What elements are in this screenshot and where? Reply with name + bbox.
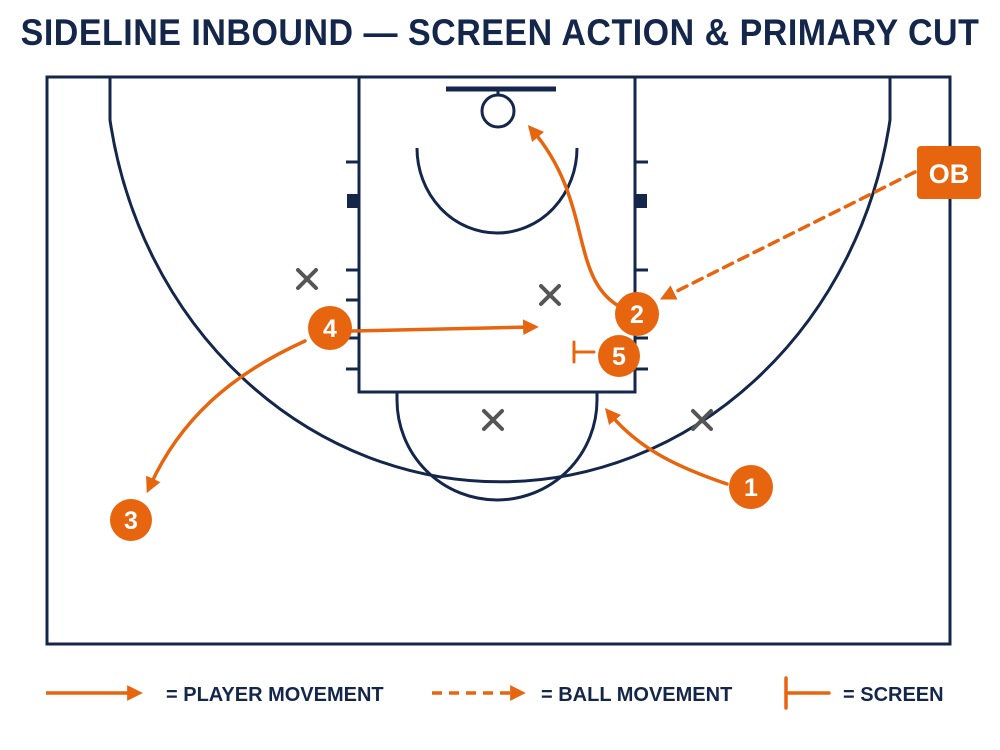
player-marker [615, 292, 659, 336]
legend-screen-label: = SCREEN [843, 684, 944, 706]
three-point-line [108, 77, 892, 484]
legend-player-movement-label: = PLAYER MOVEMENT [166, 684, 384, 706]
defender-marker [482, 409, 504, 431]
legend-ball-movement-label: = BALL MOVEMENT [541, 684, 732, 706]
legend-player-movement: = PLAYER MOVEMENT [46, 684, 384, 706]
player-4[interactable]: 4 [308, 306, 352, 350]
rim [480, 93, 516, 129]
player-label: 3 [124, 507, 138, 535]
player-4-to-3-path [146, 339, 307, 494]
player-5[interactable]: 5 [598, 335, 640, 377]
player-label: 4 [323, 315, 337, 343]
player-marker [598, 335, 640, 377]
defender-marker [539, 284, 561, 306]
movement-paths [146, 125, 917, 494]
restricted-arc [415, 147, 579, 235]
player-marker [308, 306, 352, 350]
defender-marker [691, 409, 713, 431]
legend-ball-movement: = BALL MOVEMENT [432, 684, 732, 706]
player-marker [110, 499, 152, 541]
defenders [296, 268, 713, 431]
player-3[interactable]: 3 [110, 499, 152, 541]
player-2[interactable]: 2 [615, 292, 659, 336]
player-4-cut-path [350, 319, 539, 336]
block-mark-right [635, 194, 647, 208]
screen-mark [572, 340, 596, 364]
screen-symbol-icon [784, 676, 831, 710]
player-label: 1 [744, 474, 758, 502]
inbounder-box [917, 146, 981, 199]
paint-lane [357, 75, 637, 394]
player-1-cut-path [604, 407, 729, 486]
player-label: 5 [612, 343, 626, 371]
inbounder[interactable]: OB [917, 146, 981, 199]
court-lines [45, 75, 952, 646]
defender-marker [296, 268, 318, 290]
inbounder-label: OB [929, 159, 970, 189]
players: 2 4 5 1 3 [110, 292, 773, 541]
player-2-cut-path [527, 125, 619, 307]
player-1[interactable]: 1 [729, 465, 773, 509]
player-marker [729, 465, 773, 509]
diagram-title: SIDELINE INBOUND — SCREEN ACTION & PRIMA… [20, 12, 980, 54]
legend-screen: = SCREEN [784, 676, 944, 710]
lane-hash-marks [346, 160, 648, 371]
player-label: 2 [630, 301, 644, 329]
free-throw-circle-bottom [395, 392, 599, 502]
ball-movement-pass [659, 170, 917, 300]
court-boundary [45, 75, 952, 646]
legend: = PLAYER MOVEMENT = BALL MOVEMENT = SCRE… [46, 676, 944, 710]
block-mark-left [347, 194, 359, 208]
